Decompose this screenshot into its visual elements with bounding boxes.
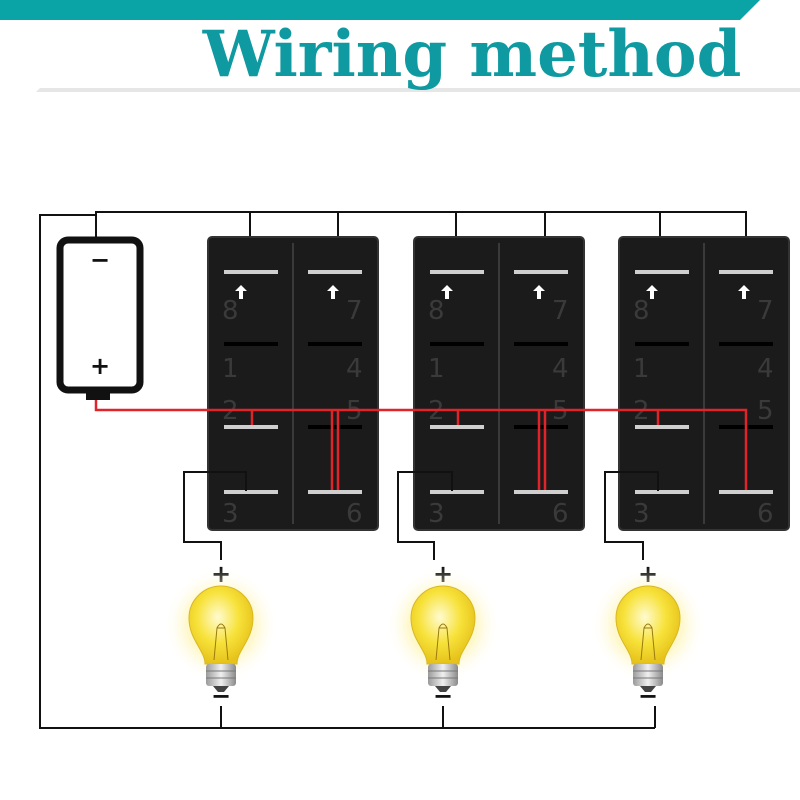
pin-label-3: 3 xyxy=(633,499,650,529)
switch-3[interactable]: 8 7 1 4 2 5 3 6 xyxy=(618,236,790,531)
header-shadow xyxy=(36,88,800,92)
pin-label-6: 6 xyxy=(346,499,363,529)
pin-5-bar xyxy=(308,425,362,429)
pin-3-contact xyxy=(430,490,484,494)
lightbulb-icon xyxy=(410,585,476,665)
switch-2[interactable]: 8 7 1 4 2 5 3 6 xyxy=(413,236,585,531)
lamp-wire-3 xyxy=(604,471,659,560)
pin-8-contact xyxy=(635,270,689,274)
battery-terminal xyxy=(86,390,110,400)
ground-wire-loop xyxy=(39,214,655,729)
arrow-up-icon xyxy=(646,285,658,299)
bulb-tip xyxy=(213,686,229,692)
switch-1[interactable]: 8 7 1 4 2 5 3 6 xyxy=(207,236,379,531)
pin-1-bar xyxy=(635,342,689,346)
pin-label-7: 7 xyxy=(757,296,774,326)
pin-label-6: 6 xyxy=(757,499,774,529)
bulb-negative-label: − xyxy=(638,682,658,710)
positive-wire-bus xyxy=(94,398,748,490)
bulb-negative-label: − xyxy=(211,682,231,710)
pin-label-1: 1 xyxy=(633,354,650,384)
bulb-filament xyxy=(435,623,451,661)
pin-label-7: 7 xyxy=(552,296,569,326)
bulb-base xyxy=(206,664,236,686)
battery-negative-label: − xyxy=(90,246,110,274)
pin-4-bar xyxy=(719,342,773,346)
arrow-up-icon xyxy=(327,285,339,299)
header-teal-band xyxy=(0,0,760,20)
arrow-up-icon xyxy=(441,285,453,299)
pin-3-contact xyxy=(635,490,689,494)
pin-2-contact xyxy=(430,425,484,429)
bulb-filament xyxy=(213,623,229,661)
pin-1-bar xyxy=(430,342,484,346)
arrow-up-icon xyxy=(738,285,750,299)
lightbulb-icon xyxy=(615,585,681,665)
pin-7-contact xyxy=(514,270,568,274)
battery-positive-label: + xyxy=(90,352,110,380)
pin-7-contact xyxy=(308,270,362,274)
pin-2-contact xyxy=(635,425,689,429)
pin-label-8: 8 xyxy=(428,296,445,326)
page-title: Wiring method xyxy=(202,17,742,92)
pin-label-8: 8 xyxy=(633,296,650,326)
pin-6-contact xyxy=(719,490,773,494)
lamp-wiring xyxy=(183,471,659,560)
pin-label-5: 5 xyxy=(757,396,774,426)
battery: − + xyxy=(56,236,144,400)
pin-label-1: 1 xyxy=(222,354,239,384)
pin-label-4: 4 xyxy=(552,354,569,384)
pin-7-contact xyxy=(719,270,773,274)
pin-5-bar xyxy=(514,425,568,429)
pin-6-contact xyxy=(308,490,362,494)
pin-label-8: 8 xyxy=(222,296,239,326)
pin-label-6: 6 xyxy=(552,499,569,529)
pin-label-3: 3 xyxy=(222,499,239,529)
pin-2-contact xyxy=(224,425,278,429)
header-banner: Wiring method xyxy=(0,0,800,92)
pin-label-4: 4 xyxy=(346,354,363,384)
pin-label-4: 4 xyxy=(757,354,774,384)
light-bulb-2: + − xyxy=(385,560,501,710)
pin-4-bar xyxy=(514,342,568,346)
lightbulb-icon xyxy=(188,585,254,665)
bulb-base xyxy=(633,664,663,686)
lamp-wire-1 xyxy=(183,471,247,560)
pin-label-3: 3 xyxy=(428,499,445,529)
pin-8-contact xyxy=(430,270,484,274)
bulb-tip xyxy=(640,686,656,692)
pin-4-bar xyxy=(308,342,362,346)
light-bulb-3: + − xyxy=(590,560,706,710)
pin-label-7: 7 xyxy=(346,296,363,326)
header-white-band xyxy=(40,20,800,88)
lamp-wire-2 xyxy=(397,471,453,560)
bulb-negative-label: − xyxy=(433,682,453,710)
positive-wiring xyxy=(94,398,748,490)
bulb-base xyxy=(428,664,458,686)
pin-3-contact xyxy=(224,490,278,494)
pin-1-bar xyxy=(224,342,278,346)
light-bulb-1: + − xyxy=(163,560,279,710)
bulb-tip xyxy=(435,686,451,692)
pin-8-contact xyxy=(224,270,278,274)
pin-label-1: 1 xyxy=(428,354,445,384)
arrow-up-icon xyxy=(533,285,545,299)
arrow-up-icon xyxy=(235,285,247,299)
bulb-filament xyxy=(640,623,656,661)
pin-6-contact xyxy=(514,490,568,494)
